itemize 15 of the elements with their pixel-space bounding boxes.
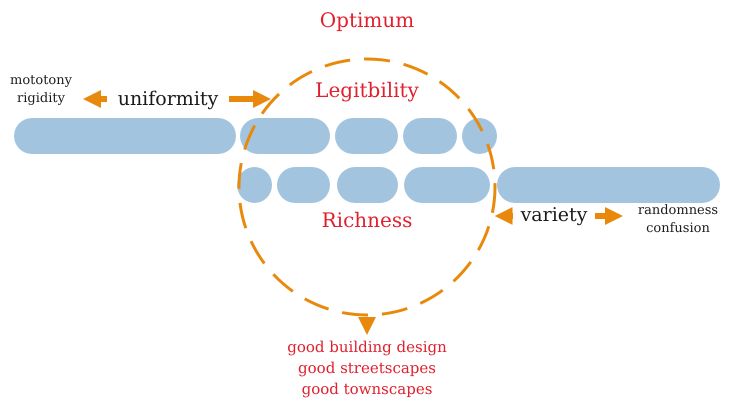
heading: Optimum — [318, 8, 416, 32]
text-label: mototony rigidity — [2, 72, 80, 108]
block-arrow — [595, 207, 623, 225]
outcome-text: good streetscapes — [297, 359, 437, 377]
block-arrow — [83, 90, 107, 108]
text-label: randomness confusion — [626, 202, 730, 238]
block-arrow — [358, 317, 376, 335]
text-label: variety — [516, 202, 592, 228]
outcome-text: good building design — [286, 338, 448, 356]
block-arrow — [229, 90, 272, 108]
circle-label: Legitbility — [314, 78, 420, 102]
circle-label: Richness — [320, 208, 414, 232]
text-label: uniformity — [110, 86, 226, 112]
outcome-text: good townscapes — [300, 380, 434, 398]
block-arrow — [494, 207, 513, 225]
